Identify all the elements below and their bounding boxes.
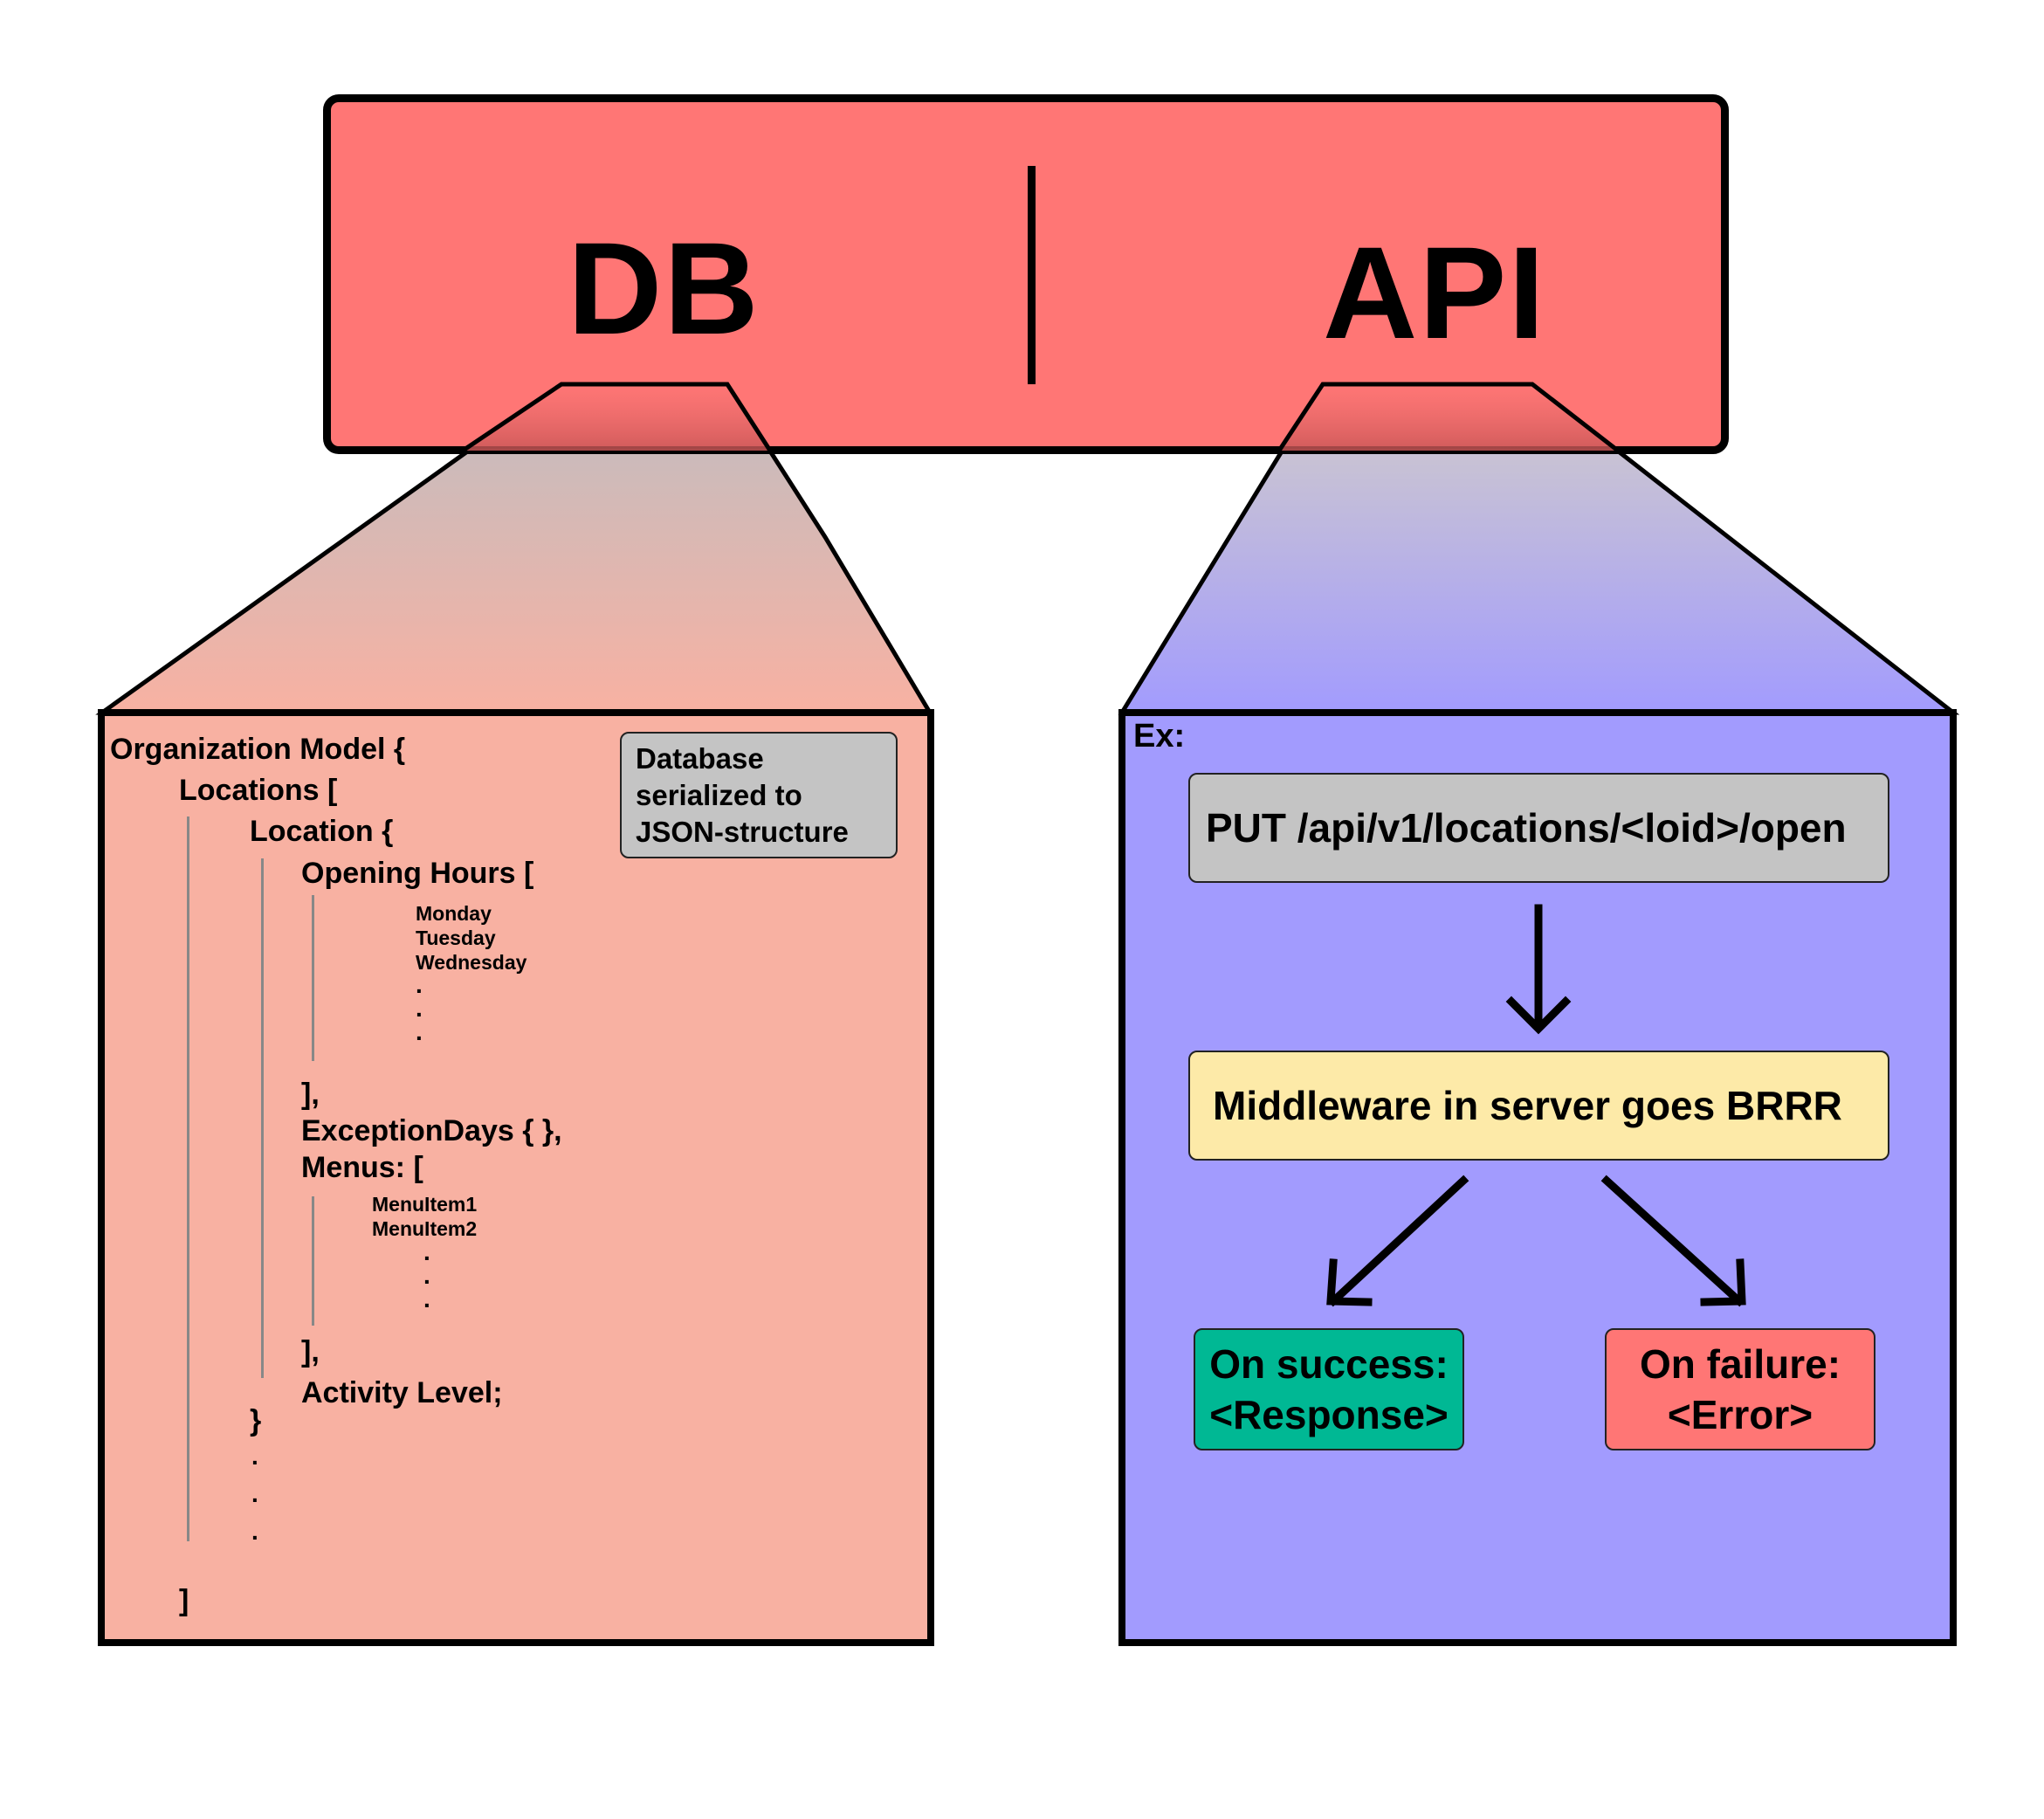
- code-ellipsis-dot: .: [416, 971, 423, 998]
- code-close-locations: ]: [179, 1584, 189, 1617]
- example-label: Ex:: [1133, 718, 1186, 754]
- api-funnel-top: [1279, 384, 1618, 451]
- indent-guide-location: [261, 858, 264, 1378]
- success-line-2: <Response>: [1209, 1392, 1449, 1437]
- db-panel: [98, 709, 934, 1646]
- code-location: Location {: [250, 815, 394, 848]
- code-day-monday: Monday: [416, 902, 492, 925]
- code-exception-days: ExceptionDays { },: [301, 1114, 562, 1147]
- arrow-down-left-icon: [1326, 1175, 1469, 1307]
- db-note-box: Database serialized to JSON-structure: [620, 732, 898, 858]
- code-ellipsis-dot: .: [423, 1285, 430, 1313]
- success-line-1: On success:: [1209, 1341, 1449, 1387]
- banner-divider: [1028, 166, 1036, 384]
- api-label: API: [1323, 219, 1547, 366]
- request-text: PUT /api/v1/locations/<loid>/open: [1206, 805, 1847, 851]
- indent-guide-opening-hours: [312, 895, 314, 1061]
- code-locations: Locations [: [179, 774, 338, 807]
- code-ellipsis-dot: .: [416, 995, 423, 1022]
- failure-line-1: On failure:: [1639, 1341, 1841, 1387]
- indent-guide-locations: [187, 816, 189, 1541]
- code-menu-item-1: MenuItem1: [372, 1193, 478, 1216]
- arrow-down-icon: [1505, 904, 1572, 1035]
- code-ellipsis-dot: .: [423, 1238, 430, 1265]
- middleware-box: Middleware in server goes BRRR: [1188, 1051, 1889, 1161]
- note-line-3: JSON-structure: [636, 816, 849, 848]
- code-day-wednesday: Wednesday: [416, 951, 527, 974]
- code-opening-hours: Opening Hours [: [301, 857, 534, 890]
- code-close-menus: ],: [301, 1335, 320, 1368]
- code-ellipsis-dot: .: [251, 1518, 258, 1545]
- code-menus: Menus: [: [301, 1151, 423, 1184]
- db-label: DB: [568, 215, 760, 362]
- note-line-2: serialized to: [636, 779, 802, 811]
- indent-guide-menus: [312, 1196, 314, 1326]
- middleware-text: Middleware in server goes BRRR: [1213, 1083, 1842, 1128]
- code-close-hours: ],: [301, 1078, 320, 1111]
- code-menu-item-2: MenuItem2: [372, 1217, 478, 1240]
- code-day-tuesday: Tuesday: [416, 927, 496, 949]
- failure-line-2: <Error>: [1667, 1392, 1813, 1437]
- code-close-location: }: [250, 1404, 262, 1437]
- note-line-1: Database: [636, 742, 764, 775]
- code-ellipsis-dot: .: [423, 1262, 430, 1289]
- code-ellipsis-dot: .: [251, 1480, 258, 1507]
- request-box: PUT /api/v1/locations/<loid>/open: [1188, 773, 1889, 883]
- failure-box: On failure: <Error>: [1605, 1328, 1875, 1450]
- success-box: On success: <Response>: [1194, 1328, 1464, 1450]
- code-ellipsis-dot: .: [251, 1443, 258, 1470]
- arrow-down-right-icon: [1600, 1175, 1746, 1307]
- code-organization-model: Organization Model {: [110, 733, 406, 766]
- code-ellipsis-dot: .: [416, 1018, 423, 1045]
- code-activity-level: Activity Level;: [301, 1376, 503, 1409]
